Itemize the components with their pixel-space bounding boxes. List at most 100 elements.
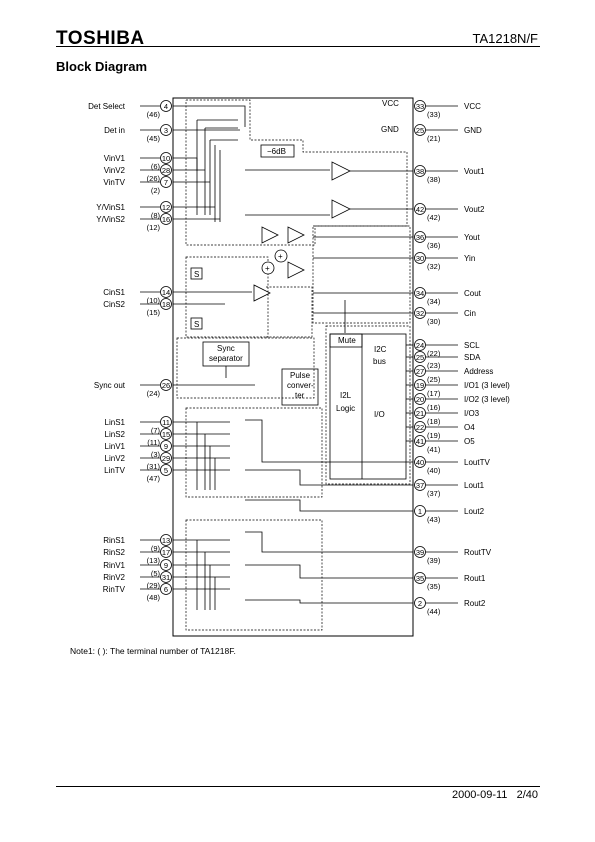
- pin-circle: [414, 365, 426, 377]
- sync-separator-label-1: Sync: [217, 344, 235, 353]
- pin-label: I/O3: [464, 409, 480, 418]
- pin-number: 2: [418, 599, 422, 608]
- pin-number: 32: [416, 309, 424, 318]
- pin-alt-number: (35): [427, 582, 441, 591]
- pin-circle: [414, 393, 426, 405]
- pin-alt-number: (16): [427, 403, 441, 412]
- pin-number: 41: [416, 437, 424, 446]
- pin-alt-number: (33): [427, 110, 441, 119]
- right-pin-21: 35(35)Rout1: [414, 572, 486, 591]
- pulse-converter-label-1: Pulse: [290, 371, 311, 380]
- pin-circle: [160, 534, 172, 546]
- pin-number: 31: [162, 573, 170, 582]
- pin-number: 17: [162, 548, 170, 557]
- pin-number: 10: [162, 154, 170, 163]
- pin-circle: [414, 379, 426, 391]
- pin-label: CinS2: [103, 300, 125, 309]
- pin-alt-number: (29): [147, 581, 161, 590]
- pin-alt-number: (42): [427, 213, 441, 222]
- pin-alt-number: (11): [147, 438, 160, 447]
- pin-label: Yin: [464, 254, 475, 263]
- pin-label: RinS2: [103, 548, 125, 557]
- footer-rule: [56, 786, 540, 787]
- pin-number: 28: [162, 166, 170, 175]
- pin-circle: [160, 286, 172, 298]
- pin-alt-number: (22): [427, 349, 441, 358]
- pin-alt-number: (21): [427, 134, 441, 143]
- pin-circle: [414, 231, 426, 243]
- pin-label: VinV1: [104, 154, 126, 163]
- pin-number: 12: [162, 203, 170, 212]
- pin-number: 27: [416, 367, 424, 376]
- right-pin-12: 19(17)I/O1 (3 level): [414, 379, 510, 398]
- pin-number: 4: [164, 102, 168, 111]
- dashed-blocks: [176, 99, 411, 631]
- pulse-converter-label-2: conver-: [287, 381, 314, 390]
- pin-circle: [160, 164, 172, 176]
- pin-circle: [160, 428, 172, 440]
- right-pin-14: 21(18)I/O3: [414, 407, 480, 426]
- pin-circle: [160, 213, 172, 225]
- pin-alt-number: (30): [427, 317, 441, 326]
- pin-number: 35: [416, 574, 424, 583]
- pin-alt-number: (26): [147, 174, 161, 183]
- left-pin-19: 31(29) RinV2: [103, 571, 172, 590]
- io-label: I/O: [374, 410, 385, 419]
- pin-circle: [414, 124, 426, 136]
- left-pin-13: 9(3)LinV1: [105, 440, 172, 459]
- pin-label: Det in: [104, 126, 125, 135]
- left-pin-6: 12(8)Y/VinS1: [96, 201, 172, 220]
- pin-number: 30: [416, 254, 424, 263]
- footer-date: 2000-09-11: [451, 789, 508, 801]
- pin-alt-number: (17): [427, 389, 441, 398]
- pin-alt-number: (43): [427, 515, 441, 524]
- i2l-label: I2L: [340, 391, 352, 400]
- left-pin-4: 28(26) VinV2: [104, 164, 172, 183]
- pin-label: Yout: [464, 233, 481, 242]
- pin-circle: [160, 452, 172, 464]
- pin-label: LinV2: [105, 454, 126, 463]
- pin-circle: [414, 287, 426, 299]
- pin-alt-number: (5): [151, 569, 161, 578]
- pin-alt-number: (24): [147, 389, 161, 398]
- right-pin-7: 34(34)Cout: [414, 287, 482, 306]
- pin-number: 40: [416, 458, 424, 467]
- pin-number: 37: [416, 481, 424, 490]
- pin-alt-number: (12): [147, 223, 161, 232]
- pin-circle: [414, 572, 426, 584]
- right-pin-2: 25(21)GND: [414, 124, 482, 143]
- right-pin-4: 42(42) Vout2: [414, 203, 485, 222]
- left-pin-3: 10(6)VinV1: [104, 152, 172, 171]
- header-rule: [56, 46, 540, 47]
- pin-number: 38: [416, 167, 424, 176]
- pin-alt-number: (25): [427, 375, 441, 384]
- pin-label: LinS1: [105, 418, 126, 427]
- right-pin-1: 33(33)VCC: [414, 100, 481, 119]
- pin-circle: [414, 252, 426, 264]
- pin-alt-number: (10): [147, 296, 161, 305]
- left-pin-8: 14(10)CinS1: [103, 286, 172, 305]
- pin-alt-number: (32): [427, 262, 441, 271]
- pin-label: Sync out: [94, 381, 126, 390]
- pin-circle: [414, 203, 426, 215]
- internal-labels: VCC GND −6dB Mute I2C bus I2L Logic I/O …: [194, 99, 399, 419]
- pin-alt-number: (39): [427, 556, 441, 565]
- clamp-s-label-1: S: [194, 270, 199, 279]
- pin-number: 3: [164, 126, 168, 135]
- pin-alt-number: (15): [147, 308, 161, 317]
- pin-label: Vout2: [464, 205, 485, 214]
- chip-outline: [172, 97, 414, 637]
- pin-label: O4: [464, 423, 475, 432]
- left-pin-17: 17(13)RinS2: [103, 546, 172, 565]
- pin-label: RoutTV: [464, 548, 492, 557]
- pin-number: 42: [416, 205, 424, 214]
- pin-label: VinV2: [104, 166, 126, 175]
- pin-label: RinV2: [103, 573, 125, 582]
- pin-number: 9: [164, 442, 168, 451]
- pin-label: GND: [464, 126, 482, 135]
- pin-number: 13: [162, 536, 170, 545]
- pin-circle: [160, 546, 172, 558]
- pin-alt-number: (18): [427, 417, 441, 426]
- adder-label-2: +: [265, 264, 270, 273]
- pin-circle: [414, 456, 426, 468]
